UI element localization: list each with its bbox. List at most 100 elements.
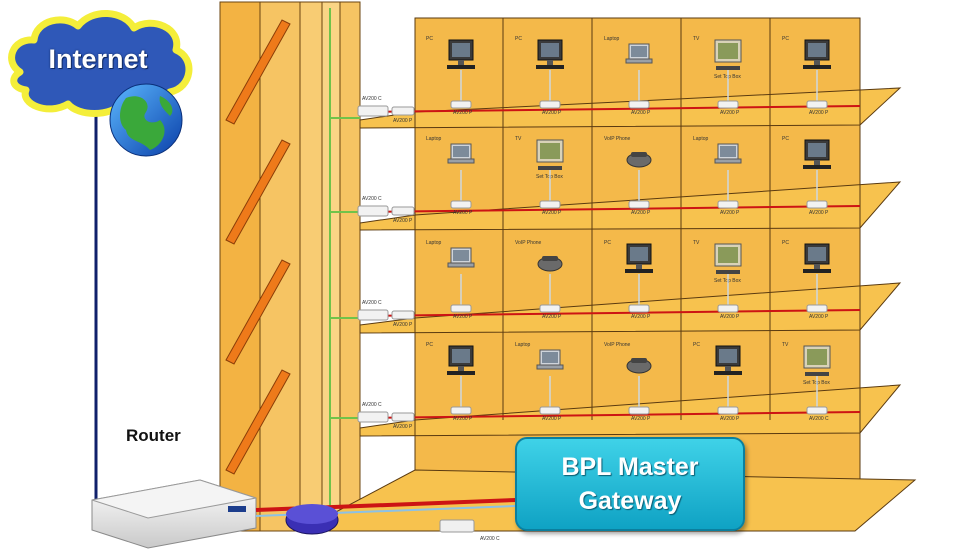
device-label: Laptop [604, 36, 620, 42]
device-label: PC [515, 36, 522, 42]
pc-icon [803, 139, 831, 169]
plc-adapter-label: AV200 P [720, 210, 740, 216]
device-label: PC [426, 36, 433, 42]
plc-adapter [628, 200, 650, 209]
device-label: TV [693, 36, 700, 42]
riser-adapter-secondary [391, 206, 415, 216]
tv-icon [714, 39, 742, 70]
plc-adapter [539, 200, 561, 209]
voip-phone-icon [537, 256, 563, 272]
plc-adapter-label: AV200 P [809, 210, 829, 216]
plc-adapter [628, 406, 650, 415]
device-label: Laptop [693, 136, 709, 142]
pc-icon [803, 243, 831, 273]
plc-adapter-label: AV200 P [453, 314, 473, 320]
riser-adapter [357, 105, 389, 117]
globe-icon [109, 83, 183, 157]
plc-adapter-label: AV200 P [631, 210, 651, 216]
laptop-icon [447, 247, 475, 268]
plc-adapter [717, 100, 739, 109]
tv-icon [536, 139, 564, 170]
plc-adapter [539, 406, 561, 415]
room-3-5: PC AV200 P [782, 240, 831, 320]
riser-adapter-secondary [391, 106, 415, 116]
device-label: PC [604, 240, 611, 246]
gateway-label-line2: Gateway [578, 487, 682, 515]
device-label: PC [426, 342, 433, 348]
floor-powerline [359, 105, 861, 113]
voip-phone-icon [626, 152, 652, 168]
device-label: VoIP Phone [515, 240, 542, 246]
basement-adapter [439, 519, 475, 533]
plc-adapter [806, 100, 828, 109]
plc-adapter [717, 200, 739, 209]
stair-strips [225, 19, 291, 475]
plc-adapter-label: AV200 P [542, 314, 562, 320]
plc-adapter-label: AV200 P [631, 110, 651, 116]
riser-adapter-label: AV200 C [362, 96, 382, 102]
plc-adapter-label: AV200 P [631, 314, 651, 320]
device-label: TV [782, 342, 789, 348]
basement-adapter-label: AV200 C [480, 536, 500, 542]
device-label: PC [782, 136, 789, 142]
riser-adapter-label: AV200 C [362, 300, 382, 306]
riser-adapter-sub-label: AV200 P [393, 424, 413, 430]
gateway-label-line1: BPL Master [561, 453, 699, 481]
plc-adapter [806, 406, 828, 415]
pc-icon [714, 345, 742, 375]
router-device [91, 479, 257, 549]
pc-icon [447, 345, 475, 375]
device-label: TV [515, 136, 522, 142]
plc-adapter [717, 304, 739, 313]
laptop-icon [625, 43, 653, 64]
floor-powerline [359, 205, 861, 213]
riser-adapter [357, 411, 389, 423]
plc-adapter-label: AV200 P [453, 416, 473, 422]
internet-label: Internet [48, 44, 148, 74]
bpl-master-gateway: BPL Master Gateway [515, 437, 745, 531]
plc-adapter-label: AV200 P [631, 416, 651, 422]
device-label: PC [782, 36, 789, 42]
floor-powerline [359, 309, 861, 317]
plc-adapter-label: AV200 P [453, 110, 473, 116]
plc-adapter-label: AV200 P [809, 314, 829, 320]
laptop-icon [714, 143, 742, 164]
riser-adapter-secondary [391, 412, 415, 422]
floor-powerline [359, 411, 861, 419]
room-4-1: PC AV200 P [426, 342, 475, 422]
riser-adapter-secondary [391, 310, 415, 320]
riser-adapter-sub-label: AV200 P [393, 218, 413, 224]
room-dividers [414, 17, 861, 470]
router-label: Router [126, 426, 181, 445]
plc-adapter [450, 406, 472, 415]
room-1-5: PC AV200 P [782, 36, 831, 116]
plc-adapter-label: AV200 P [809, 110, 829, 116]
tv-icon [714, 243, 742, 274]
plc-adapter [450, 100, 472, 109]
device-label: TV [693, 240, 700, 246]
riser-adapter-label: AV200 C [362, 402, 382, 408]
device-label: PC [782, 240, 789, 246]
device-label: VoIP Phone [604, 342, 631, 348]
laptop-icon [447, 143, 475, 164]
pc-icon [803, 39, 831, 69]
riser-adapter [357, 309, 389, 321]
pc-icon [447, 39, 475, 69]
voip-phone-icon [626, 358, 652, 374]
plc-adapter-label: AV200 P [542, 416, 562, 422]
plc-adapter-label: AV200 P [542, 210, 562, 216]
laptop-icon [536, 349, 564, 370]
